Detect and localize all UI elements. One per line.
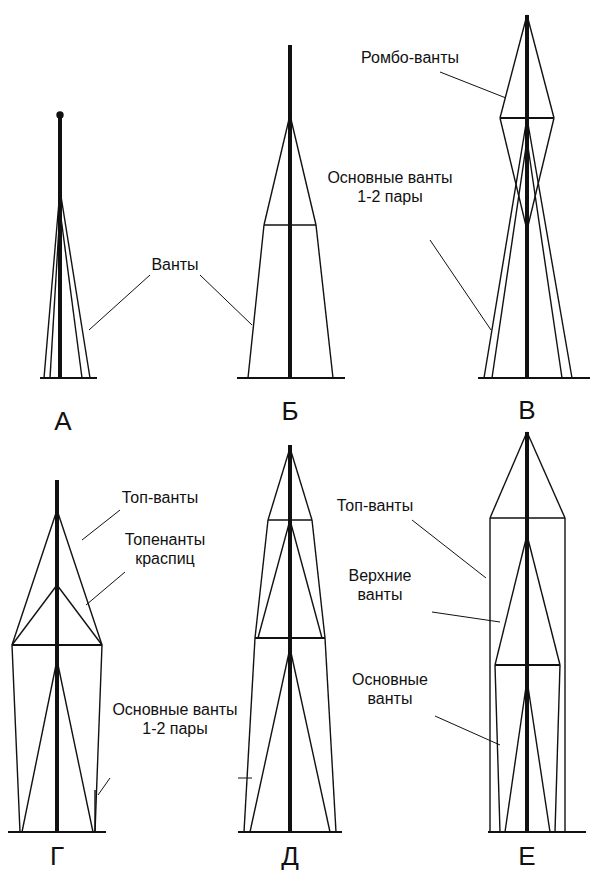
shroud-label: Ванты — [130, 255, 220, 274]
shroud-label: Топенанты краспиц — [110, 530, 220, 568]
panel-letter: А — [43, 407, 83, 435]
shroud-label: Основные ванты 1-2 пары — [105, 700, 245, 738]
shroud-label: Основные ванты 1-2 пары — [320, 168, 460, 206]
panel-letter: Б — [270, 397, 310, 425]
panel-letter: В — [507, 396, 547, 424]
shroud-label: Основные ванты — [340, 670, 440, 708]
shroud-label: Топ-ванты — [320, 496, 430, 515]
panel-letter: Г — [37, 842, 77, 870]
shroud-label: Топ-ванты — [105, 488, 215, 507]
shroud-label: Верхние ванты — [330, 566, 430, 604]
panel-letter: Д — [270, 842, 310, 870]
shroud-label: Ромбо-ванты — [345, 48, 475, 67]
panel-letter: Е — [507, 842, 547, 870]
